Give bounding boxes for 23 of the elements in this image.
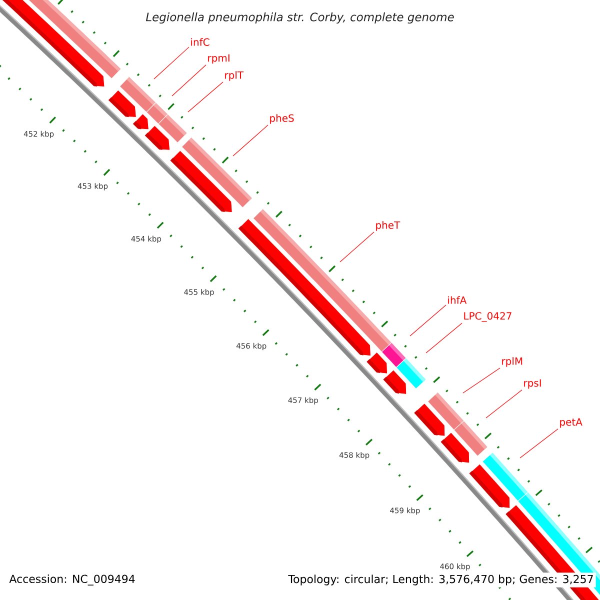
gene-label: infC: [191, 38, 210, 46]
gene-label: pheT: [376, 221, 400, 231]
leader-line: [154, 46, 190, 80]
leader-line: [462, 368, 500, 394]
gene-label: petA: [560, 418, 582, 428]
accession-text: Accession: NC_009494: [9, 574, 135, 586]
gene-label: ihfA: [448, 296, 467, 304]
leader-line: [410, 304, 446, 336]
title: Legionella pneumophila str. Corby, complete genome: [146, 12, 454, 24]
gene-label: rpsI: [524, 379, 541, 389]
leader-line: [486, 390, 522, 418]
leader-line: [426, 322, 462, 354]
leader-line: [340, 232, 374, 262]
leader-line: [172, 64, 206, 96]
gene-label: pheS: [270, 114, 294, 124]
genome-stats-text: Topology: circular; Length: 3,576,470 bp; Genes: 3,257: [286, 572, 596, 588]
gene-label: rplM: [502, 357, 522, 367]
leader-line: [232, 124, 268, 156]
gene-label: LPC_0427: [464, 312, 512, 322]
gene-label: rplT: [225, 71, 244, 81]
gene-label: rpmI: [208, 54, 230, 64]
leader-line: [520, 428, 558, 458]
leader-line: [188, 82, 224, 112]
